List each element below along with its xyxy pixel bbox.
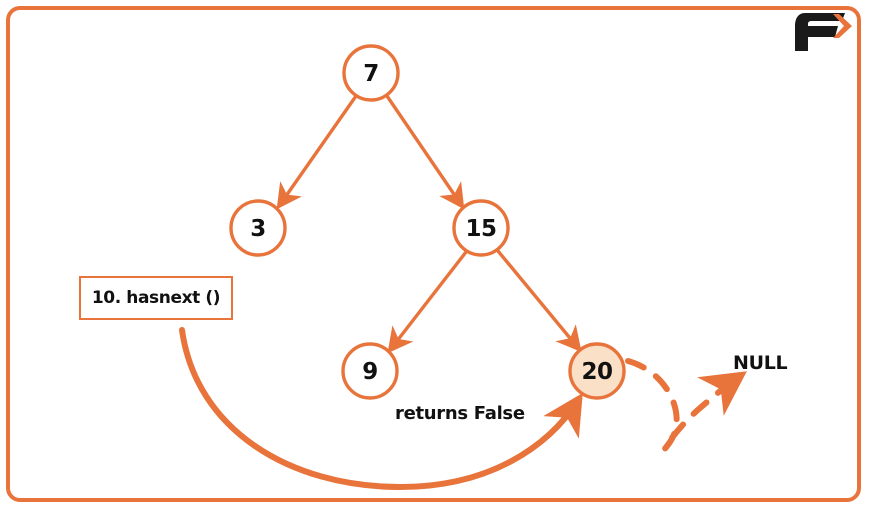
null-annotation: NULL [733, 352, 788, 374]
node-label-7: 7 [363, 61, 379, 87]
node-7-circle[interactable] [342, 44, 400, 102]
node-15-circle[interactable] [452, 199, 510, 257]
node-20-circle[interactable] [568, 342, 626, 400]
fiddle-logo-icon [795, 13, 852, 51]
edge-15-to-20 [496, 249, 582, 353]
node-label-9: 9 [362, 359, 378, 385]
null-pointer-dashed-arrow [625, 358, 747, 452]
node-label-20: 20 [581, 359, 613, 385]
tree-nodes [229, 44, 626, 400]
edge-7-to-3 [276, 94, 358, 210]
node-label-3: 3 [250, 216, 266, 242]
edge-7-to-15 [385, 94, 465, 210]
diagram-frame [6, 6, 861, 502]
hasnext-callout-label: 10. hasnext () [91, 288, 221, 308]
returns-false-annotation: returns False [395, 403, 525, 424]
node-3-circle[interactable] [229, 199, 287, 257]
hasnext-call-arrow [179, 327, 583, 491]
node-label-15: 15 [465, 216, 497, 242]
hasnext-callout-box[interactable]: 10. hasnext () [79, 276, 233, 320]
node-9-circle[interactable] [341, 342, 399, 400]
tree-edges [276, 94, 582, 354]
edge-15-to-9 [387, 250, 468, 354]
